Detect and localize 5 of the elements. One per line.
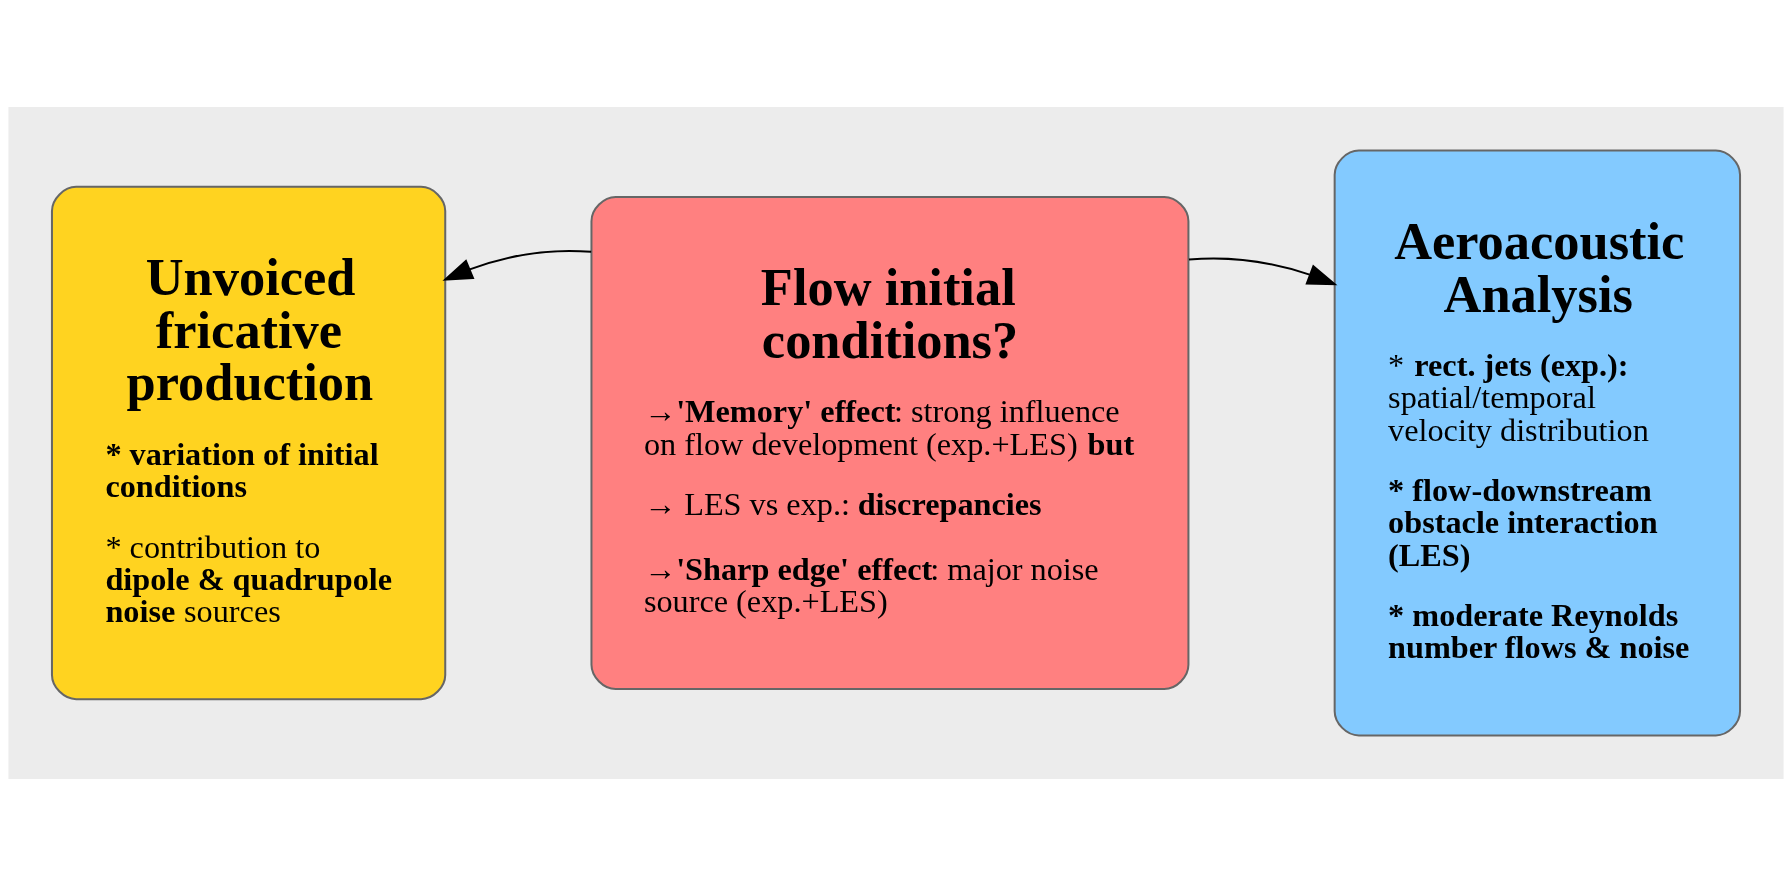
node-box: Unvoiced fricative production * variation of initial conditions * contribution to dipole & quadrupole noise sources: [50, 185, 447, 701]
arrow: [442, 249, 592, 281]
node-box: Flow initial conditions? →'Memory' effect: strong influence on flow development (exp.+LES) but → LES vs exp.: discrepancies →'Sharp edge' effect: major noise source (exp.+LES): [590, 195, 1190, 691]
node-box: Aeroacoustic Analysis *rect. jets (exp.): spatial/temporal velocity distribution * flow-downstream obstacle interaction (LES) * moderate Reynolds number flows & noise: [1333, 149, 1742, 737]
arrow: [1188, 257, 1338, 286]
